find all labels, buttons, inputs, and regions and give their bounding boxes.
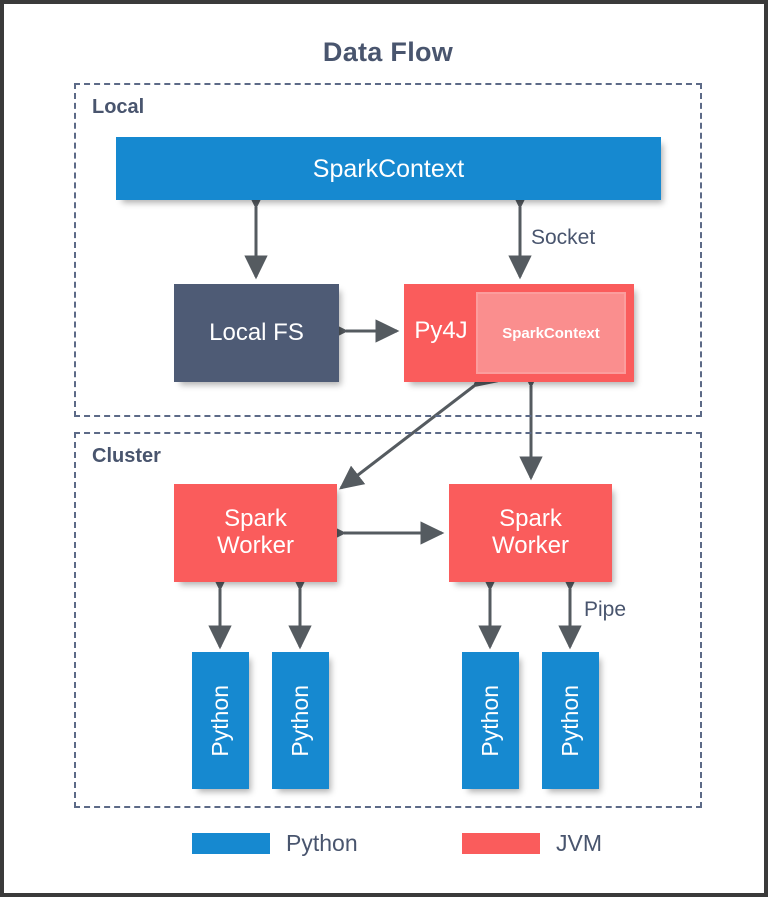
- node-spark-worker-left-line2: Worker: [217, 532, 294, 559]
- group-cluster-label: Cluster: [92, 445, 161, 467]
- node-python-2-label: Python: [286, 684, 313, 757]
- node-spark-worker-right-line1: Spark: [499, 505, 562, 533]
- node-py4j-label: Py4J: [414, 317, 468, 344]
- node-python-2[interactable]: Python: [272, 652, 329, 789]
- group-local-label: Local: [92, 96, 145, 118]
- node-python-1-label: Python: [206, 684, 233, 757]
- node-python-4-label: Python: [556, 684, 583, 757]
- legend-swatch-jvm: [462, 833, 540, 854]
- arrow-py4j-worker-left: [339, 363, 499, 490]
- node-sparkcontext-inner[interactable]: SparkContext: [476, 292, 626, 374]
- legend-label-python: Python: [286, 830, 358, 856]
- group-local: [74, 83, 702, 417]
- node-sparkcontext-top[interactable]: SparkContext: [116, 137, 661, 200]
- node-python-4[interactable]: Python: [542, 652, 599, 789]
- node-spark-worker-left-line1: Spark: [224, 505, 287, 533]
- node-sparkcontext-top-label: SparkContext: [312, 154, 465, 183]
- group-cluster: [74, 432, 702, 808]
- node-local-fs-label: Local FS: [209, 318, 304, 346]
- node-python-3[interactable]: Python: [462, 652, 519, 789]
- node-spark-worker-left[interactable]: Spark Worker: [174, 484, 337, 582]
- node-spark-worker-right[interactable]: Spark Worker: [449, 484, 612, 582]
- node-spark-worker-right-line2: Worker: [492, 532, 569, 559]
- node-local-fs[interactable]: Local FS: [174, 284, 339, 382]
- legend-swatch-python: [192, 833, 270, 854]
- edge-label-pipe: Pipe: [584, 598, 627, 621]
- node-python-3-label: Python: [476, 684, 503, 757]
- page-title: Data Flow: [322, 37, 454, 67]
- edge-label-socket: Socket: [531, 226, 596, 249]
- legend-label-jvm: JVM: [556, 830, 602, 856]
- node-sparkcontext-inner-label: SparkContext: [502, 324, 600, 342]
- node-python-1[interactable]: Python: [192, 652, 249, 789]
